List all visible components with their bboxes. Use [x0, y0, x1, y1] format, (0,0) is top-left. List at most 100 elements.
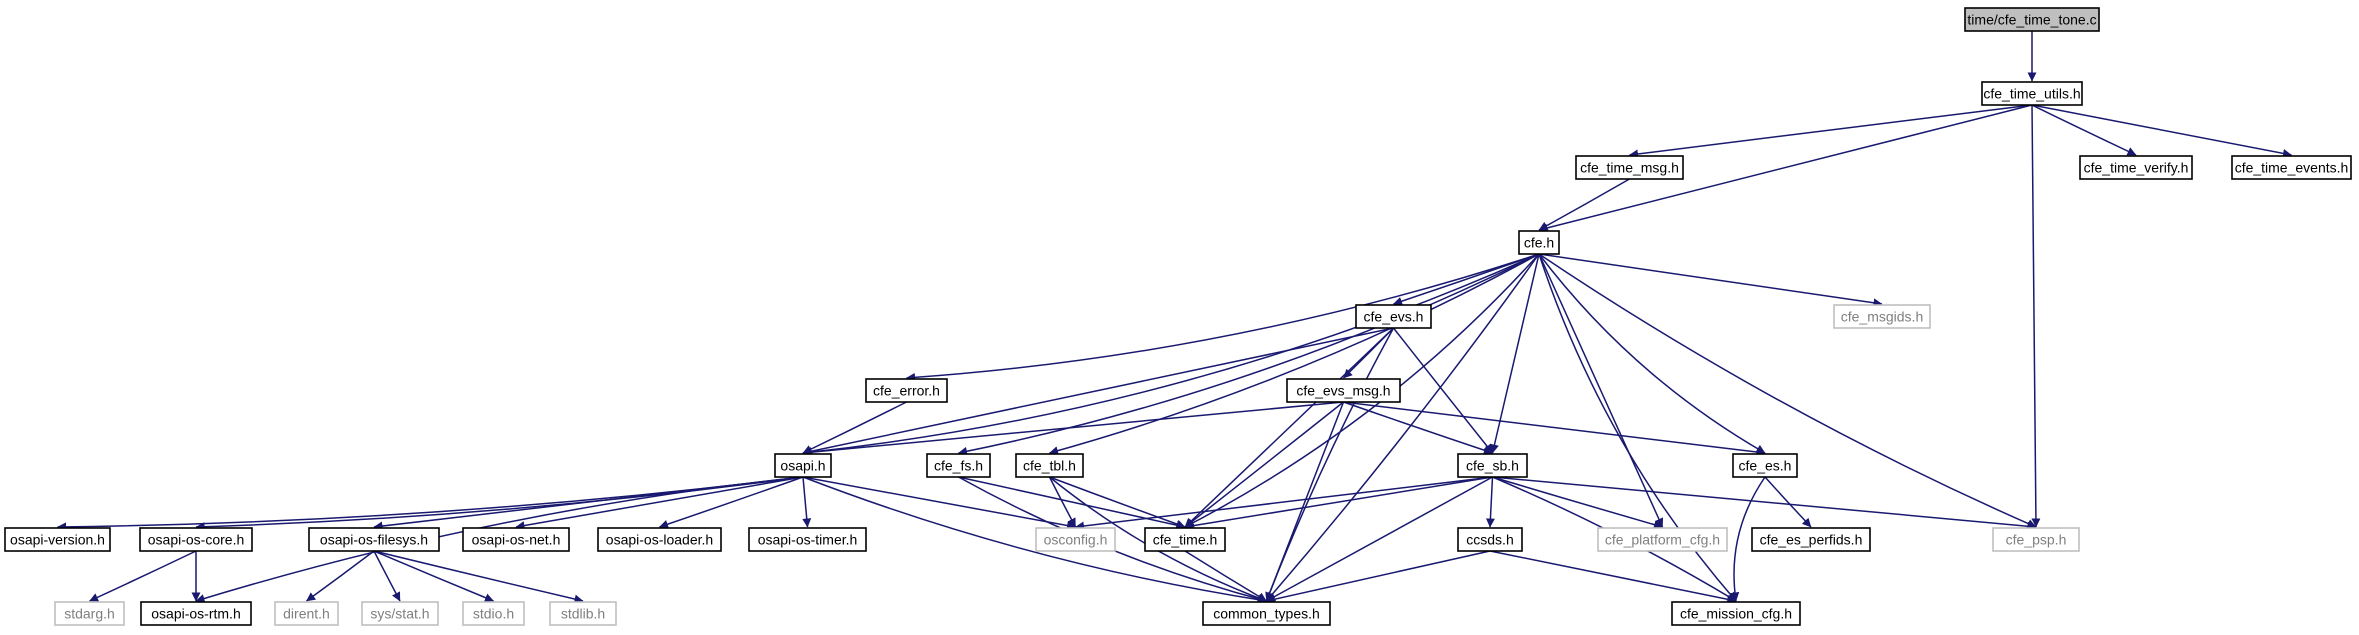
node-os-rtm[interactable]: osapi-os-rtm.h — [140, 601, 252, 626]
node-box — [139, 527, 253, 552]
node-error[interactable]: cfe_error.h — [865, 378, 948, 403]
file-nodes: time/cfe_time_tone.c cfe_time_utils.h cfe_… — [4, 7, 2352, 626]
edge-osapi-to-osconfig — [802, 476, 1076, 530]
edge-time-utils-to-psp — [2031, 104, 2041, 528]
edge-osapi-to-os-timer — [802, 476, 812, 528]
node-label: cfe_evs.h — [1364, 309, 1424, 325]
edge-cfe-to-osapi — [802, 253, 1540, 457]
edge-osapi-to-os-core — [195, 476, 804, 532]
node-label: cfe.h — [1524, 235, 1554, 251]
node-box — [2231, 155, 2352, 180]
node-common-types[interactable]: common_types.h — [1202, 601, 1331, 626]
edge-evs-msg-to-es — [1343, 401, 1766, 457]
node-box — [2079, 155, 2193, 180]
node-label: cfe_time_msg.h — [1580, 160, 1679, 176]
node-label: sys/stat.h — [370, 606, 429, 622]
edge-osapi-to-os-loader — [659, 476, 804, 529]
edge-cfe-to-common-types — [1265, 253, 1540, 602]
edge-evs-msg-to-common-types — [1265, 401, 1345, 602]
node-cfe-time[interactable]: cfe_time.h — [1144, 527, 1226, 552]
node-label: cfe_es_perfids.h — [1760, 532, 1863, 548]
node-box — [1981, 81, 2083, 106]
node-box — [926, 453, 991, 478]
node-cfe[interactable]: cfe.h — [1518, 230, 1560, 255]
node-os-filesys[interactable]: osapi-os-filesys.h — [308, 527, 440, 552]
node-label: osapi-os-net.h — [472, 532, 561, 548]
edge-evs-msg-to-sb — [1343, 401, 1493, 455]
node-box — [54, 601, 125, 626]
node-stdarg: stdarg.h — [54, 601, 125, 626]
node-box — [4, 527, 111, 552]
node-os-timer[interactable]: osapi-os-timer.h — [748, 527, 867, 552]
node-evs-msg[interactable]: cfe_evs_msg.h — [1286, 378, 1401, 403]
node-fs[interactable]: cfe_fs.h — [926, 453, 991, 478]
node-box — [1457, 453, 1528, 478]
node-dirent: dirent.h — [274, 601, 339, 626]
node-time-utils[interactable]: cfe_time_utils.h — [1981, 81, 2083, 106]
edge-time-utils-to-cfe — [1538, 104, 2033, 233]
node-os-loader[interactable]: osapi-os-loader.h — [597, 527, 722, 552]
node-stdlib: stdlib.h — [549, 601, 617, 626]
node-os-net[interactable]: osapi-os-net.h — [462, 527, 570, 552]
node-box — [1518, 230, 1560, 255]
node-label: osapi.h — [780, 458, 825, 474]
node-label: cfe_tbl.h — [1023, 458, 1076, 474]
node-box — [1751, 527, 1871, 552]
node-osapi[interactable]: osapi.h — [774, 453, 832, 478]
node-sysstat: sys/stat.h — [361, 601, 439, 626]
edge-os-filesys-to-dirent — [306, 550, 375, 602]
node-mission-cfg[interactable]: cfe_mission_cfg.h — [1671, 601, 1801, 626]
node-ccsds[interactable]: ccsds.h — [1457, 527, 1523, 552]
node-box — [1015, 453, 1084, 478]
edge-error-to-osapi — [802, 401, 907, 454]
node-label: cfe_time_events.h — [2235, 160, 2349, 176]
node-label: common_types.h — [1213, 606, 1320, 622]
node-time-events[interactable]: cfe_time_events.h — [2231, 155, 2352, 180]
node-os-core[interactable]: osapi-os-core.h — [139, 527, 253, 552]
node-label: cfe_sb.h — [1466, 458, 1519, 474]
edge-evs-to-sb — [1392, 327, 1494, 454]
node-time-msg[interactable]: cfe_time_msg.h — [1575, 155, 1684, 180]
node-label: dirent.h — [283, 606, 330, 622]
dependency-edges — [57, 31, 2292, 605]
node-label: cfe_time_verify.h — [2084, 160, 2189, 176]
node-osapi-version[interactable]: osapi-version.h — [4, 527, 111, 552]
node-label: osapi-os-timer.h — [758, 532, 858, 548]
node-box — [308, 527, 440, 552]
node-es[interactable]: cfe_es.h — [1732, 453, 1798, 478]
node-box — [748, 527, 867, 552]
node-box — [1575, 155, 1684, 180]
edge-sb-to-cfe-time — [1184, 476, 1493, 531]
node-box — [1035, 527, 1116, 552]
edge-time-utils-to-time-events — [2031, 104, 2292, 158]
node-label: ccsds.h — [1466, 532, 1513, 548]
node-root[interactable]: time/cfe_time_tone.c — [1964, 7, 2100, 32]
edge-fs-to-cfe-time — [958, 476, 1186, 530]
node-label: cfe_es.h — [1739, 458, 1792, 474]
node-tbl[interactable]: cfe_tbl.h — [1015, 453, 1084, 478]
node-platform-cfg: cfe_platform_cfg.h — [1597, 527, 1728, 552]
node-box — [1202, 601, 1331, 626]
node-box — [1671, 601, 1801, 626]
node-box — [1355, 304, 1432, 329]
edge-cfe-to-mission-cfg — [1538, 253, 1737, 602]
node-box — [1597, 527, 1728, 552]
node-sb[interactable]: cfe_sb.h — [1457, 453, 1528, 478]
node-box — [774, 453, 832, 478]
edge-tbl-to-cfe-time — [1049, 476, 1186, 529]
node-box — [865, 378, 948, 403]
edge-sb-to-psp — [1492, 476, 2037, 531]
node-label: cfe_mission_cfg.h — [1680, 606, 1792, 622]
node-label: osconfig.h — [1044, 532, 1108, 548]
node-evs[interactable]: cfe_evs.h — [1355, 304, 1432, 329]
node-label: stdio.h — [473, 606, 514, 622]
node-osconfig: osconfig.h — [1035, 527, 1116, 552]
node-time-verify[interactable]: cfe_time_verify.h — [2079, 155, 2193, 180]
node-label: osapi-os-core.h — [148, 532, 245, 548]
edge-osapi-to-os-net — [515, 476, 804, 530]
node-label: osapi-version.h — [10, 532, 105, 548]
node-label: cfe_fs.h — [934, 458, 983, 474]
node-es-perfids[interactable]: cfe_es_perfids.h — [1751, 527, 1871, 552]
edge-time-utils-to-time-msg — [1629, 104, 2033, 159]
